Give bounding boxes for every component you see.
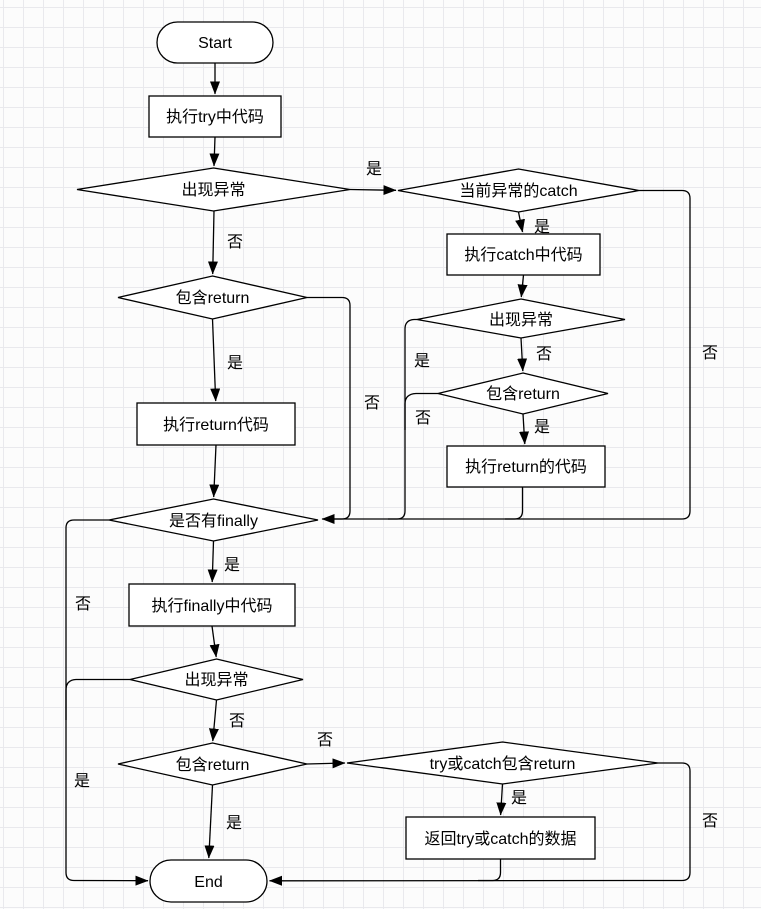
node-start-shape [156,21,274,64]
edge-label-yes: 是 [226,815,242,832]
edge-execfinally-exception3 [209,625,220,658]
edge-exec-try-exception1 [209,136,220,167]
edge-return3-end-yes [204,784,215,859]
node-check-return-2-shape [437,372,609,415]
edge-label-no: 否 [702,345,718,362]
node-check-return-3: 包含return [117,742,308,786]
node-exec-try: 执行try中代码 [148,95,282,138]
node-return-data-shape [405,816,596,860]
edge-label-no: 否 [229,713,245,730]
edge-labels-layer: 否 是 是 否 是 是 是 否 是 否 是 否 否 是 否 否 是 否 [74,161,718,832]
edge-label-yes: 是 [534,419,550,436]
node-check-return-1-label: 包含return [176,289,250,307]
node-exec-return-de-label: 执行return的代码 [465,458,587,476]
node-check-try-catch-return-label: try或catch包含return [430,755,576,773]
node-exec-finally: 执行finally中代码 [128,583,296,627]
node-exec-return-label: 执行return代码 [163,416,269,434]
edge-finally-execfinally-yes [207,540,218,583]
edge-label-yes: 是 [414,353,430,370]
node-exec-return-shape [136,402,296,446]
node-check-exception-2: 出现异常 [416,298,626,339]
node-end-label: End [194,874,222,891]
node-check-exception-2-label: 出现异常 [489,311,553,329]
node-check-finally-label: 是否有finally [169,512,258,530]
edge-label-no: 否 [317,732,333,749]
edge-return2-finally-no [404,392,438,430]
edge-label-yes: 是 [366,161,382,178]
edge-label-yes: 是 [511,790,527,807]
node-check-catch: 当前异常的catch [397,168,640,213]
edge-exception3-return3-no [208,699,219,742]
node-exec-catch-label: 执行catch中代码 [464,246,582,264]
edge-label-yes: 是 [224,557,240,574]
edge-execcatch-exception2 [517,274,528,298]
edge-catch-finally-no [321,189,691,524]
node-check-finally-shape [108,498,319,542]
node-check-finally: 是否有finally [108,498,319,542]
node-check-catch-shape [397,168,640,213]
edge-label-yes: 是 [227,355,243,372]
node-check-exception-2-shape [416,298,626,339]
node-end: End [149,859,268,903]
edge-label-yes: 是 [74,773,90,790]
node-exec-return: 执行return代码 [136,402,296,446]
node-check-return-1-shape [117,275,308,320]
node-exec-return-de-shape [446,445,606,488]
node-check-catch-label: 当前异常的catch [459,182,577,200]
nodes-layer: Start 执行try中代码 出现异常 当前异常的catch 执行catch中代… [76,21,659,903]
node-start: Start [156,21,274,64]
edge-label-no: 否 [227,234,243,251]
node-exec-try-shape [148,95,282,138]
edge-label-yes: 是 [534,219,550,236]
node-return-data: 返回try或catch的数据 [405,816,596,860]
node-check-return-3-shape [117,742,308,786]
edges-layer [65,63,691,886]
edge-label-no: 否 [702,813,718,830]
edge-exception1-catch-yes [349,185,397,196]
node-check-return-1: 包含return [117,275,308,320]
edge-return3-trycatchreturn-no [306,758,346,769]
edge-label-no: 否 [415,410,431,427]
edge-exception3-end-yes [65,678,130,720]
edge-returndata-end [478,859,502,882]
edge-trycatchreturn-end-no [269,762,691,886]
node-check-exception-3-shape [129,658,304,701]
edge-label-no: 否 [75,596,91,613]
node-check-return-2: 包含return [437,372,609,415]
node-exec-catch-shape [446,233,601,276]
edge-exception2-return2-no [517,337,528,372]
node-exec-finally-shape [128,583,296,627]
edge-return1-finally-no [307,296,351,520]
edge-exception1-return1-no [207,210,218,275]
edge-return1-execreturn-yes [210,318,221,402]
node-return-data-label: 返回try或catch的数据 [424,830,576,848]
edge-execreturn-finally [209,444,220,498]
node-exec-return-de: 执行return的代码 [446,445,606,488]
node-check-return-3-label: 包含return [176,756,250,774]
node-check-try-catch-return-shape [346,741,659,785]
node-exec-catch: 执行catch中代码 [446,233,601,276]
node-exec-finally-label: 执行finally中代码 [152,597,273,615]
edge-trycatchreturn-returndata-yes [496,783,507,816]
node-check-exception-3: 出现异常 [129,658,304,701]
edge-return2-execreturnde-yes [519,413,530,445]
node-check-exception-1-label: 出现异常 [181,181,245,199]
node-check-exception-1-shape [76,167,351,212]
edge-execreturnde-finally [505,487,524,520]
node-check-exception-1: 出现异常 [76,167,351,212]
node-start-label: Start [198,35,232,52]
node-check-try-catch-return: try或catch包含return [346,741,659,785]
node-end-shape [149,859,268,903]
edge-label-no: 否 [364,395,380,412]
node-check-exception-3-label: 出现异常 [184,671,248,689]
node-check-return-2-label: 包含return [486,385,560,403]
edge-catch-execcatch-yes [515,211,525,233]
edge-label-no: 否 [536,346,552,363]
edge-exception2-finally-yes [388,318,417,520]
node-exec-try-label: 执行try中代码 [166,108,264,126]
edge-finally-end-no [65,519,149,886]
